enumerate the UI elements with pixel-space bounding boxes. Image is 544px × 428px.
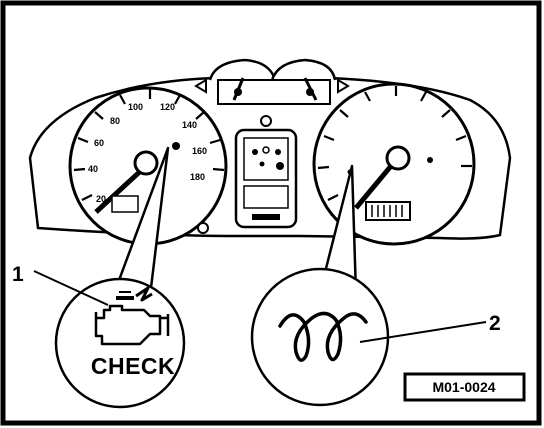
odometer-display: [365, 201, 411, 221]
left-gauge: 20 40 60 80 100 120 140 160 180: [68, 86, 228, 246]
callout-2-pointer: [316, 164, 358, 301]
svg-text:20: 20: [96, 194, 106, 204]
callout-1-pointer: [106, 146, 170, 311]
callout-1-label: CHECK: [91, 353, 175, 379]
left-gauge-reset-knob: [197, 222, 209, 234]
svg-text:180: 180: [190, 172, 205, 182]
svg-text:140: 140: [182, 120, 197, 130]
engine-check-icon: [94, 286, 170, 346]
callout-1-number: 1: [12, 263, 24, 286]
reference-code-box: M01-0024: [403, 372, 526, 402]
svg-text:60: 60: [94, 138, 104, 148]
svg-text:80: 80: [110, 116, 120, 126]
callout-2-number: 2: [489, 312, 501, 335]
callout-2-leader: [359, 321, 487, 343]
right-gauge-ticks: [317, 86, 472, 201]
turn-signal-left-icon: [194, 78, 207, 94]
top-gauges: [194, 58, 350, 105]
glow-plug-coil-icon: [278, 311, 368, 362]
right-gauge-needle: [354, 158, 398, 210]
svg-text:100: 100: [128, 102, 143, 112]
warning-lamp-icon: [260, 115, 272, 127]
callout-2: 2: [250, 164, 501, 407]
left-gauge-ticks: [73, 89, 225, 201]
svg-text:160: 160: [192, 146, 207, 156]
callout-1: CHECK 1: [12, 146, 186, 409]
svg-text:120: 120: [160, 102, 175, 112]
svg-text:40: 40: [88, 164, 98, 174]
reference-code: M01-0024: [432, 379, 495, 395]
turn-signal-right-icon: [337, 78, 350, 94]
left-gauge-needle: [94, 164, 148, 214]
central-display: [234, 115, 298, 229]
callout-1-leader: [33, 270, 109, 306]
callout-2-circle: [250, 267, 390, 407]
